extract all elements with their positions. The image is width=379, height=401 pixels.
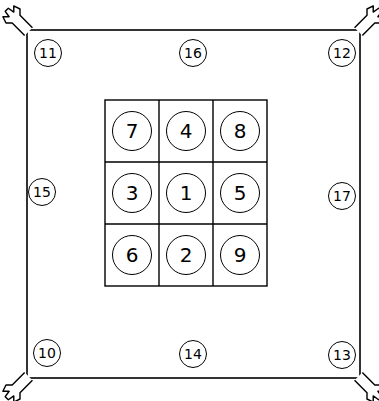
number-circle: 15 [28,178,57,207]
callout-number: 8 [234,121,247,141]
callout-number: 2 [180,245,193,265]
callout-number: 12 [333,46,351,60]
callout-number: 7 [126,121,139,141]
number-circle: 16 [179,39,208,68]
callout-number: 14 [184,347,202,361]
foot-symbol [0,369,36,401]
callout-number: 9 [234,245,247,265]
corner-feet [0,3,379,401]
number-circle: 7 [112,111,152,151]
callout-number: 6 [126,245,139,265]
number-circle: 8 [220,111,260,151]
number-circle: 6 [112,235,152,275]
inner-grid [105,100,267,286]
foot-symbol [351,369,379,401]
number-circle: 17 [328,182,357,211]
callout-number: 16 [184,46,202,60]
foot-symbol [351,3,379,39]
number-circle: 2 [166,235,206,275]
callout-number: 17 [333,189,351,203]
number-circle: 11 [34,39,63,68]
callout-number: 10 [38,346,56,360]
number-circle: 5 [220,173,260,213]
callout-number: 5 [234,183,247,203]
callout-number: 1 [180,183,193,203]
number-circle: 4 [166,111,206,151]
foot-symbol [0,3,36,39]
number-circle: 10 [33,339,62,368]
outer-square [27,30,360,378]
callout-number: 15 [33,185,51,199]
number-circle: 9 [220,235,260,275]
callout-number: 13 [333,348,351,362]
number-circle: 14 [179,340,208,369]
number-circle: 3 [112,173,152,213]
number-circle: 13 [328,341,357,370]
callout-number: 4 [180,121,193,141]
callout-number: 3 [126,183,139,203]
callout-number: 11 [39,46,57,60]
number-circle: 12 [328,39,357,68]
number-circle: 1 [166,173,206,213]
